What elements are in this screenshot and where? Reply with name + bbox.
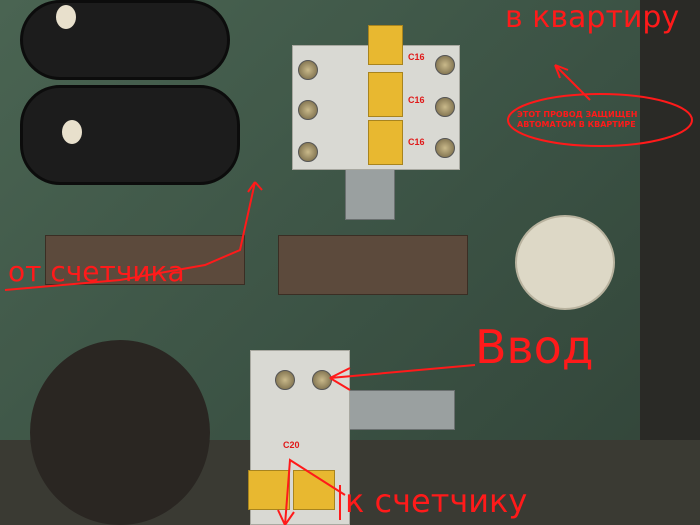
busbar-middle: [278, 235, 468, 295]
fuse-cap-1: [56, 5, 76, 29]
breaker-rating: C16: [408, 52, 425, 62]
screw-icon: [435, 55, 455, 75]
wall: [640, 0, 700, 525]
screw-icon: [298, 142, 318, 162]
annotation-input: Ввод: [475, 320, 594, 374]
fuse-cap-2: [62, 120, 82, 144]
arrow-icon: [329, 364, 476, 391]
screw-icon: [298, 60, 318, 80]
power-socket: [515, 215, 615, 310]
rotary-switch: [30, 340, 210, 525]
breaker-rating: C20: [283, 440, 300, 450]
annotation-to-apartment: в квартиру: [505, 0, 680, 35]
busbar-left: [45, 235, 245, 285]
fuse-holder-2: [20, 85, 240, 185]
fuse-holder-1: [20, 0, 230, 80]
breaker-rating: C16: [408, 137, 425, 147]
note-outline: [507, 93, 693, 147]
arrow-icon: [277, 458, 346, 525]
din-rail-top: [345, 160, 395, 220]
arrow-icon: [554, 64, 591, 101]
arrow-icon: [4, 181, 263, 291]
annotation-from-meter: от счетчика: [8, 255, 185, 288]
screw-icon: [435, 138, 455, 158]
annotation-note: ЭТОТ ПРОВОД ЗАЩИЩЕН АВТОМАТОМ В КВАРТИРЕ: [517, 110, 638, 129]
screw-icon: [298, 100, 318, 120]
annotation-to-meter: к счетчику: [345, 482, 528, 520]
breaker-rating: C16: [408, 95, 425, 105]
screw-icon: [435, 97, 455, 117]
din-rail-bottom: [345, 390, 455, 430]
screw-icon: [275, 370, 295, 390]
